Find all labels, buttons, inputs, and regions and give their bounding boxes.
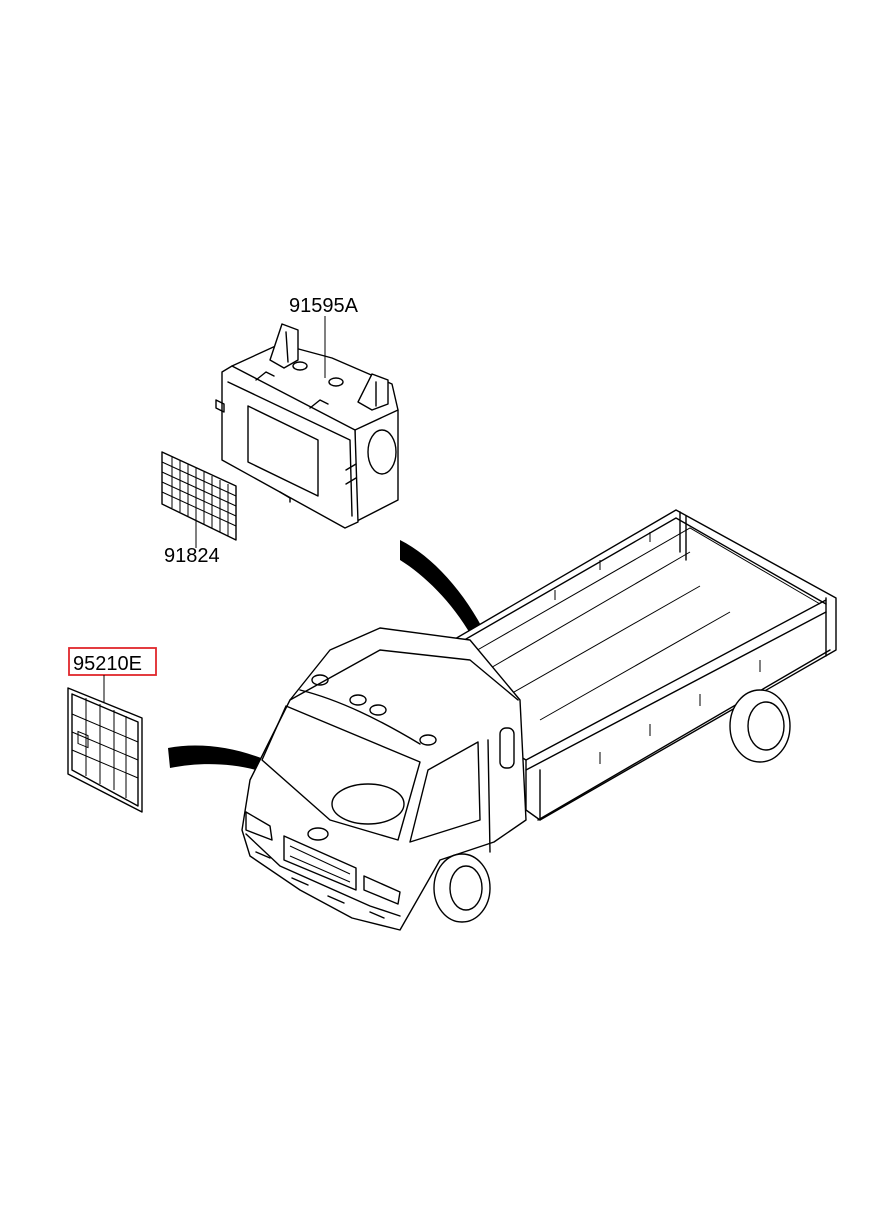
- part-number-91595A[interactable]: 91595A: [289, 295, 359, 317]
- part-number-91824[interactable]: 91824: [164, 545, 220, 567]
- relay-box-illustration[interactable]: [215, 323, 399, 529]
- pointer-arrow-fuse: [168, 745, 296, 784]
- fuse-label-illustration[interactable]: [67, 687, 143, 813]
- highlight-box-95210E: [68, 647, 157, 676]
- part-number-95210E[interactable]: 95210E: [73, 653, 142, 675]
- truck-illustration: [241, 509, 837, 931]
- relay-label-illustration[interactable]: [161, 451, 237, 541]
